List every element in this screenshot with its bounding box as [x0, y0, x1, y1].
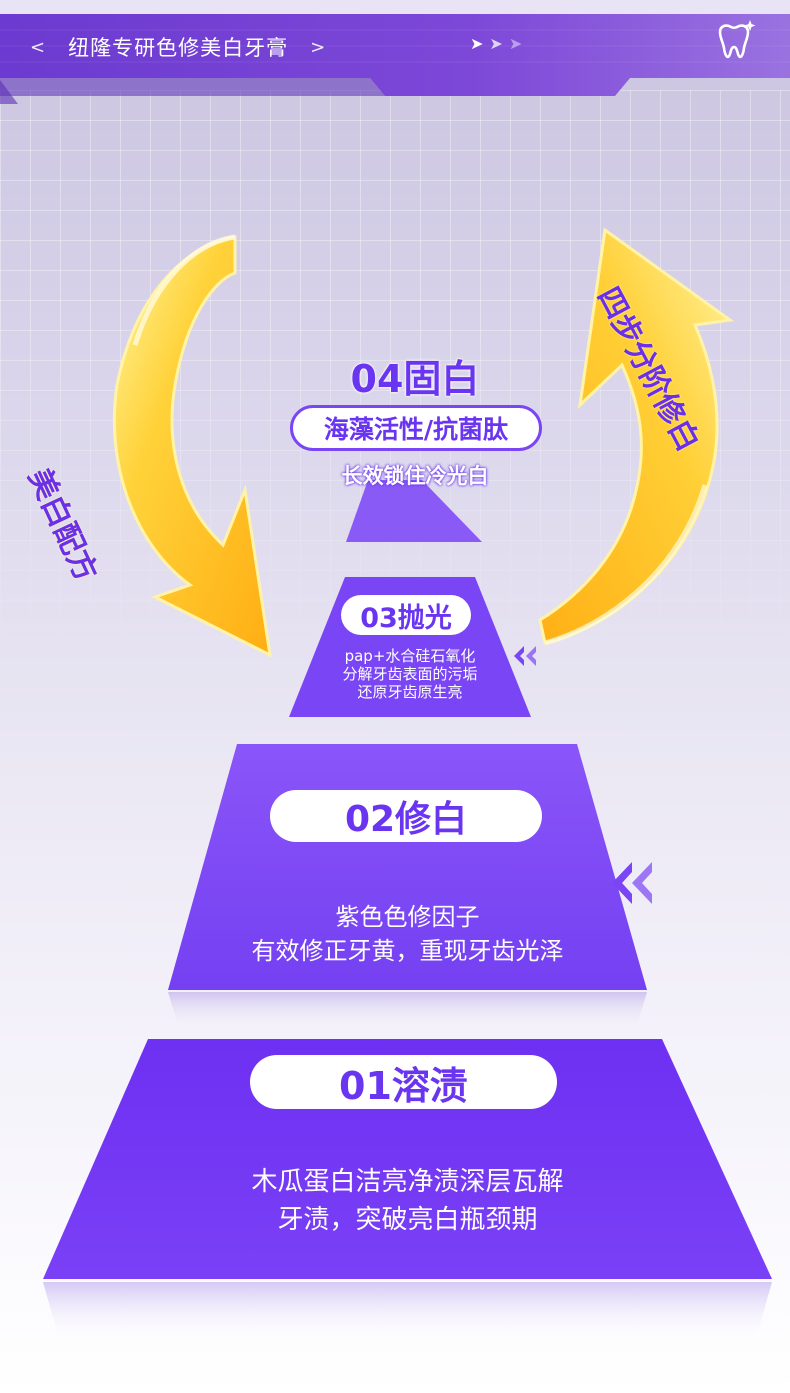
tier-04-title: 04固白	[350, 357, 480, 401]
desc-line: 长效锁住冷光白	[341, 464, 489, 488]
arrow-icon: ➤	[470, 34, 484, 53]
desc-line: 分解牙齿表面的污垢	[342, 665, 478, 683]
tier-02: 02修白 紫色色修因子 有效修正牙黄，重现牙齿光泽	[165, 742, 650, 992]
double-chevron-left-icon	[514, 646, 536, 666]
tier-01-shape	[43, 1039, 772, 1279]
desc-line: 有效修正牙黄，重现牙齿光泽	[251, 937, 564, 965]
left-curved-arrow	[112, 234, 272, 658]
desc-line: 牙渍，突破亮白瓶颈期	[277, 1205, 538, 1235]
tier-02-reflection	[168, 992, 647, 1032]
tier-04-desc: 长效锁住冷光白	[315, 460, 515, 490]
tier-01-reflection	[43, 1282, 772, 1342]
desc-line: 紫色色修因子	[335, 903, 480, 931]
arrow-icon: ➤	[508, 34, 523, 53]
header-arrows: ➤ ➤ ➤	[470, 34, 522, 53]
desc-line: 木瓜蛋白洁亮净渍深层瓦解	[251, 1167, 564, 1197]
tier-02-pill: 02修白	[270, 790, 542, 842]
tier-04-pill: 海藻活性/抗菌肽	[290, 405, 542, 451]
tier-04-shape	[346, 480, 482, 542]
desc-line: 还原牙齿原生亮	[357, 683, 463, 701]
tier-03: 03抛光 pap+水合硅石氧化 分解牙齿表面的污垢 还原牙齿原生亮	[285, 575, 535, 720]
forward-chevron-icon[interactable]: >	[310, 36, 327, 58]
tooth-sparkle-icon	[718, 20, 756, 59]
tier-03-pill: 03抛光	[341, 595, 471, 635]
tier-02-desc: 紫色色修因子 有效修正牙黄，重现牙齿光泽	[195, 900, 620, 968]
product-title: 纽隆专研色修美白牙膏	[68, 36, 289, 60]
header-banner	[0, 0, 790, 104]
arrow-icon: ➤	[489, 34, 503, 53]
desc-line: pap+水合硅石氧化	[344, 647, 476, 665]
header-title-bar[interactable]: < 纽隆专研色修美白牙膏 >	[30, 30, 326, 64]
tier-03-desc: pap+水合硅石氧化 分解牙齿表面的污垢 还原牙齿原生亮	[295, 647, 525, 701]
right-curved-arrow	[538, 227, 734, 646]
tier-01-desc: 木瓜蛋白洁亮净渍深层瓦解 牙渍，突破亮白瓶颈期	[100, 1163, 715, 1239]
tier-04: 04固白 海藻活性/抗菌肽 长效锁住冷光白	[280, 340, 542, 545]
double-chevron-left-icon	[612, 862, 652, 904]
tier-01-pill: 01溶渍	[250, 1055, 557, 1109]
tier-01: 01溶渍 木瓜蛋白洁亮净渍深层瓦解 牙渍，突破亮白瓶颈期	[40, 1037, 775, 1282]
back-chevron-icon[interactable]: <	[30, 36, 47, 58]
